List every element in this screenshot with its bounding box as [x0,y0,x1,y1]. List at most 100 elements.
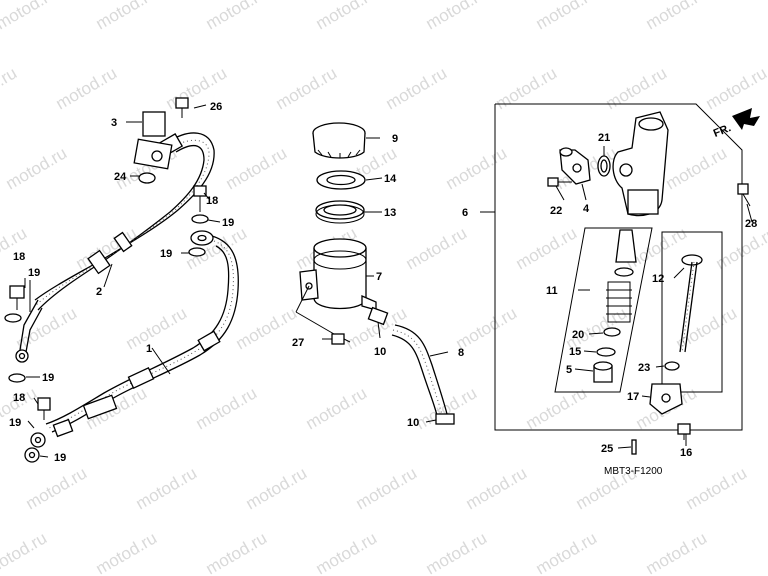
watermark-text: motod.ru [603,63,671,113]
watermark-text: motod.ru [463,463,531,513]
callout-24: 24 [114,171,127,183]
watermark-text: motod.ru [663,143,731,193]
plate-14 [316,170,366,190]
watermark-text: motod.ru [13,303,81,353]
watermark-text: motod.ru [0,223,30,273]
watermark-text: motod.ru [493,63,561,113]
diaphragm-13 [315,200,365,224]
hose-8 [391,324,449,421]
watermark-text: motod.ru [353,463,421,513]
watermark-text: motod.ru [273,63,341,113]
watermark-text: motod.ru [203,0,271,33]
callout-16: 16 [680,447,692,459]
callout-4: 4 [583,203,590,215]
callout-27: 27 [292,337,304,349]
watermark-text: motod.ru [123,303,191,353]
watermark-text: motod.ru [643,0,711,33]
callout-18-b: 18 [13,251,25,263]
callout-23: 23 [638,362,650,374]
watermark-text: motod.ru [453,303,521,353]
callout-11: 11 [546,285,558,297]
bolt-28 [737,183,751,207]
watermark-text: motod.ru [533,528,601,576]
master-cylinder-body [612,111,669,217]
watermark-text: motod.ru [93,0,161,33]
callout-26: 26 [210,101,222,113]
watermark-text: motod.ru [133,463,201,513]
callout-1: 1 [146,343,152,355]
callout-19-c: 19 [28,267,40,279]
callout-10-b: 10 [407,417,419,429]
bolt-27 [322,333,345,345]
callout-28: 28 [745,218,757,230]
watermark-text: motod.ru [443,143,511,193]
callout-18-a: 18 [206,195,218,207]
leader-lines [24,104,753,458]
callout-25: 25 [601,443,613,455]
watermark-text: motod.ru [23,463,91,513]
callout-12: 12 [652,273,664,285]
callout-19-e: 19 [9,417,21,429]
watermark-text: motod.ru [53,63,121,113]
oring-21 [597,155,611,177]
watermark-text: motod.ru [0,63,20,113]
hose-clamp [133,97,189,184]
callout-3: 3 [111,117,117,129]
watermark-text: motod.ru [533,0,601,33]
clip-10 [367,306,455,425]
bolt-16 [677,423,691,440]
clevis-17 [649,383,683,415]
watermark-text: motod.ru [643,528,711,576]
watermark-text: motod.ru [683,463,751,513]
watermark-text: motod.ru [193,383,261,433]
callout-19-a: 19 [222,217,234,229]
reservoir-cap-9 [312,122,366,159]
watermark-text: motod.ru [93,528,161,576]
callout-22: 22 [550,205,562,217]
watermark-text: motod.ru [713,223,768,273]
watermark-text: motod.ru [3,143,71,193]
watermark-text: motod.ru [303,383,371,433]
callout-9: 9 [392,133,398,145]
callout-5: 5 [566,364,572,376]
callout-19-d: 19 [42,372,54,384]
watermark-text: motod.ru [233,303,301,353]
watermark-text: motod.ru [243,463,311,513]
watermark-text: motod.ru [403,223,471,273]
callout-18-c: 18 [13,392,25,404]
watermark-text: motod.ru [513,223,581,273]
hose-2 [15,132,215,363]
callout-8: 8 [458,347,464,359]
callout-13: 13 [384,207,396,219]
callout-19-f: 19 [54,452,66,464]
diagram-code: MBT3-F1200 [604,466,663,477]
cotter-pin-25 [631,439,637,455]
reservoir-7 [299,238,377,311]
callout-17: 17 [627,391,639,403]
watermark-text: motod.ru [0,528,50,576]
watermark-text: motod.ru [423,528,491,576]
callout-7: 7 [376,271,382,283]
callout-19-b: 19 [160,248,172,260]
banjo-bolts-left [4,185,209,420]
watermark-text: motod.ru [423,0,491,33]
watermark-text: motod.ru [223,143,291,193]
master-cylinder-frame [494,103,743,431]
callout-15: 15 [569,346,581,358]
piston-kit-11 [554,227,653,393]
callout-6: 6 [462,207,468,219]
callout-10-a: 10 [374,346,386,358]
screw-22 [547,177,572,187]
callouts: 1 2 3 4 5 6 7 8 9 10 10 11 12 13 14 15 1… [9,101,757,464]
hose-1 [24,230,239,463]
callout-20: 20 [572,329,584,341]
watermark-text: motod.ru [383,63,451,113]
callout-14: 14 [384,173,397,185]
watermark-text: motod.ru [313,0,381,33]
watermark-text: motod.ru [203,528,271,576]
watermark-text: motod.ru [313,528,381,576]
callout-2: 2 [96,286,102,298]
